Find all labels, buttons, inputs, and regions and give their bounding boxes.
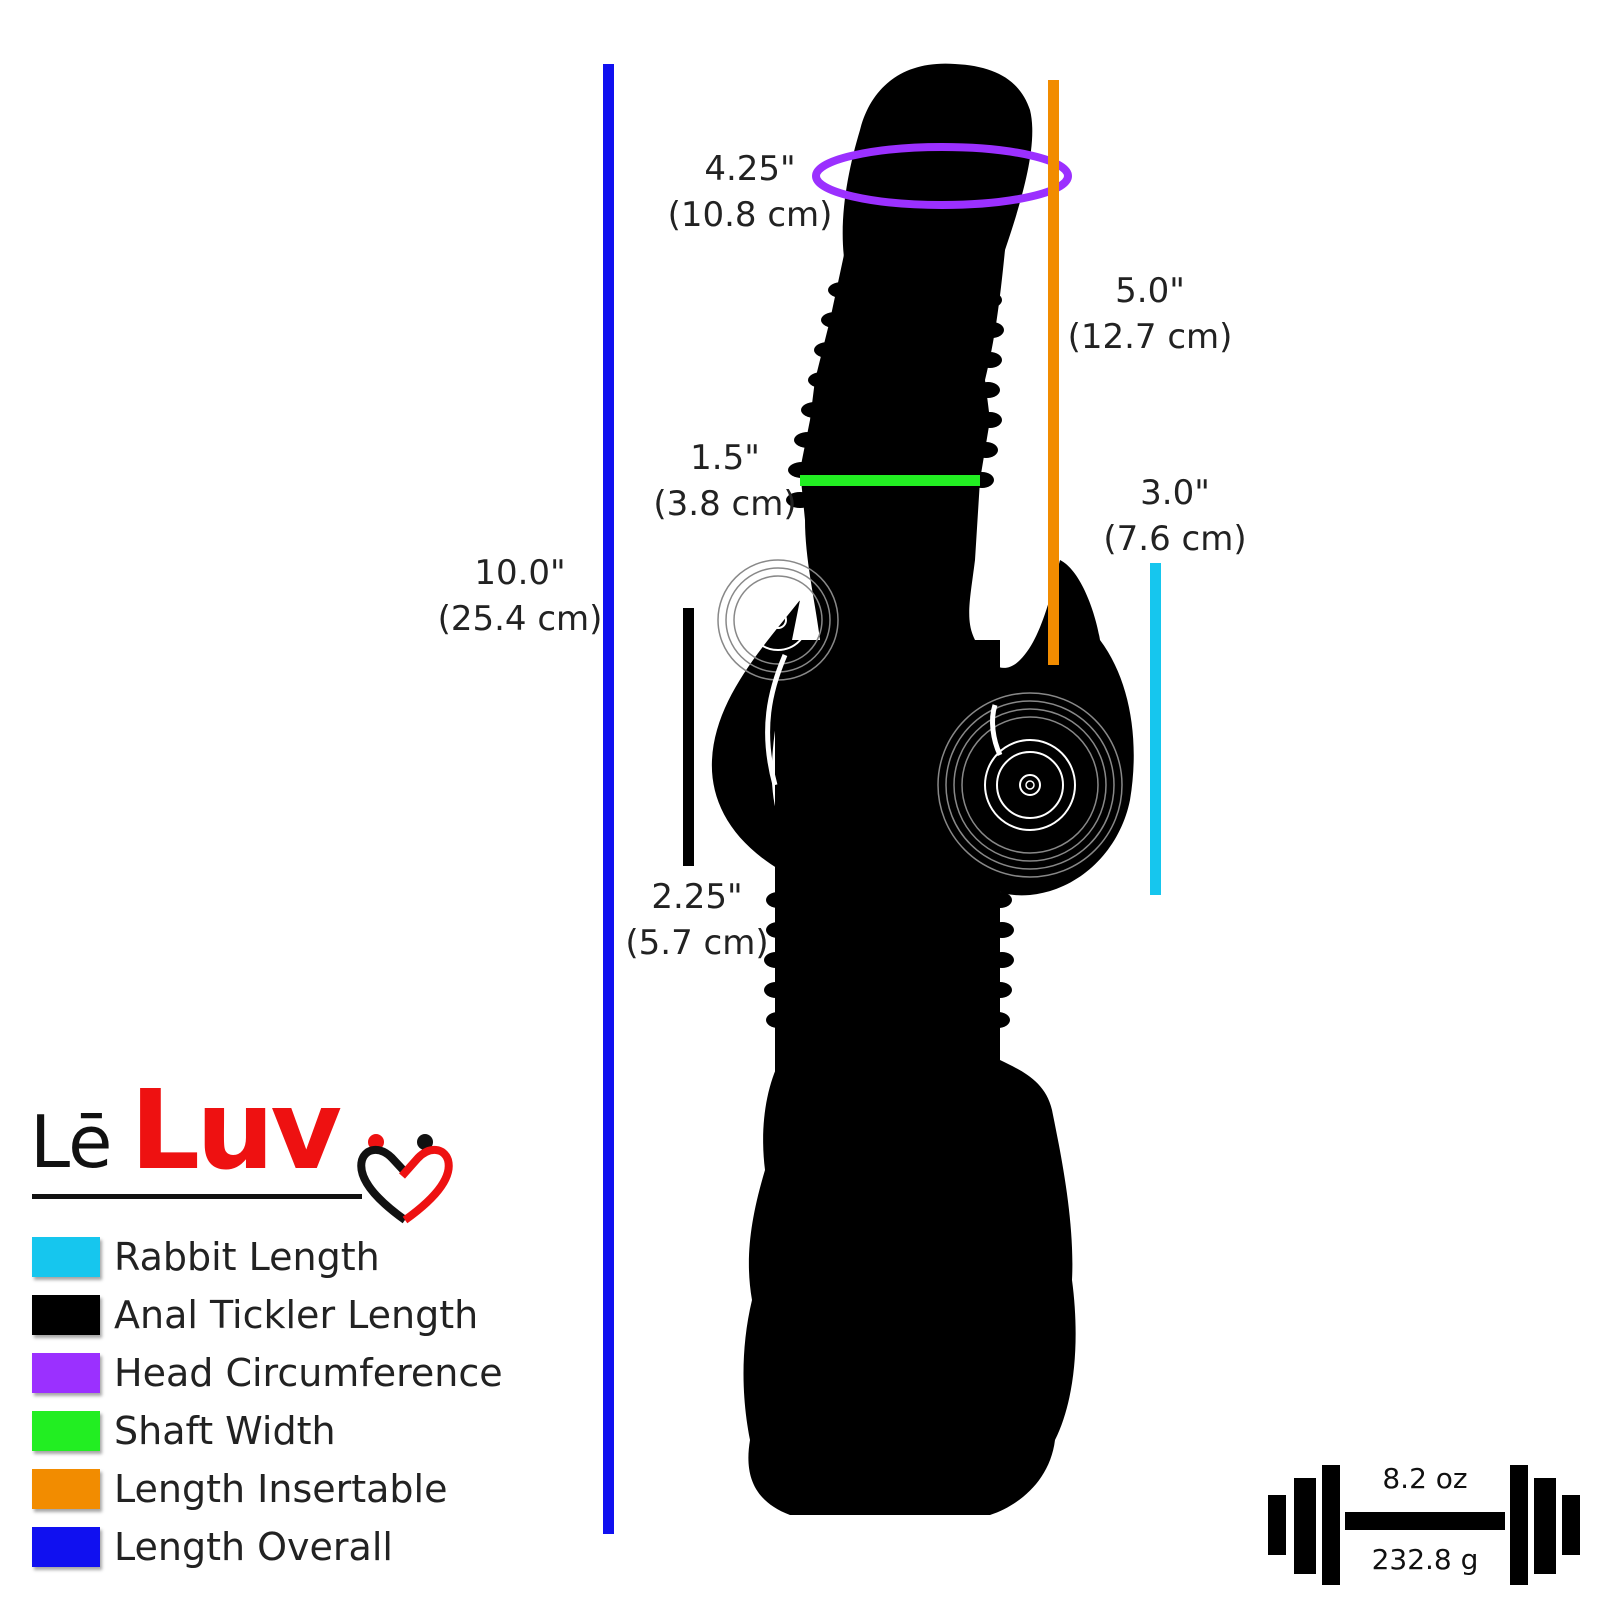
anal-tickler-length-imperial: 2.25" [651,877,743,917]
logo-main: Luv [130,1066,342,1194]
vibration-waves-icon [717,559,839,786]
legend-label: Length Insertable [114,1467,448,1511]
legend: Rabbit Length Anal Tickler Length Head C… [32,1228,592,1576]
legend-swatch [32,1527,100,1567]
logo-underline [32,1194,362,1199]
legend-item: Rabbit Length [32,1228,592,1286]
shaft-width-imperial: 1.5" [690,438,760,478]
length-insertable-imperial: 5.0" [1115,271,1185,311]
rabbit-length-line [1150,563,1161,895]
legend-label: Head Circumference [114,1351,503,1395]
legend-item: Anal Tickler Length [32,1286,592,1344]
legend-label: Length Overall [114,1525,393,1569]
rabbit-length-metric: (7.6 cm) [1103,519,1247,559]
anal-tickler-length-metric: (5.7 cm) [625,923,769,963]
anal-tickler-length-label: 2.25" (5.7 cm) [612,874,782,966]
legend-label: Anal Tickler Length [114,1293,479,1337]
weight-metric: 232.8 g [1371,1543,1479,1576]
legend-label: Rabbit Length [114,1235,380,1279]
length-overall-line [603,64,614,1534]
brand-logo: Lē Luv [30,1060,460,1230]
head-circumference-label: 4.25" (10.8 cm) [660,146,840,238]
length-insertable-line [1048,80,1059,665]
logo-prefix: Lē [30,1100,112,1184]
length-insertable-label: 5.0" (12.7 cm) [1060,268,1240,360]
rabbit-length-imperial: 3.0" [1140,473,1210,513]
shaft-width-line [800,475,980,486]
legend-item: Length Overall [32,1518,592,1576]
heart-couple-icon [357,1134,453,1224]
legend-swatch [32,1237,100,1277]
legend-swatch [32,1469,100,1509]
dumbbell-icon [1268,1465,1580,1585]
legend-swatch [32,1295,100,1335]
legend-item: Head Circumference [32,1344,592,1402]
length-insertable-metric: (12.7 cm) [1067,317,1233,357]
head-circumference-ring [812,143,1072,209]
legend-item: Length Insertable [32,1460,592,1518]
shaft-width-metric: (3.8 cm) [653,484,797,524]
legend-swatch [32,1411,100,1451]
length-overall-imperial: 10.0" [474,553,566,593]
legend-swatch [32,1353,100,1393]
anal-tickler-length-line [683,608,694,866]
rabbit-length-label: 3.0" (7.6 cm) [1085,470,1265,562]
legend-label: Shaft Width [114,1409,336,1453]
vibration-waves-icon [937,692,1123,878]
weight-imperial: 8.2 oz [1382,1462,1468,1495]
length-overall-metric: (25.4 cm) [437,599,603,639]
head-circumference-imperial: 4.25" [704,149,796,189]
head-circumference-metric: (10.8 cm) [667,195,833,235]
legend-item: Shaft Width [32,1402,592,1460]
length-overall-label: 10.0" (25.4 cm) [430,550,610,642]
shaft-width-label: 1.5" (3.8 cm) [640,435,810,527]
